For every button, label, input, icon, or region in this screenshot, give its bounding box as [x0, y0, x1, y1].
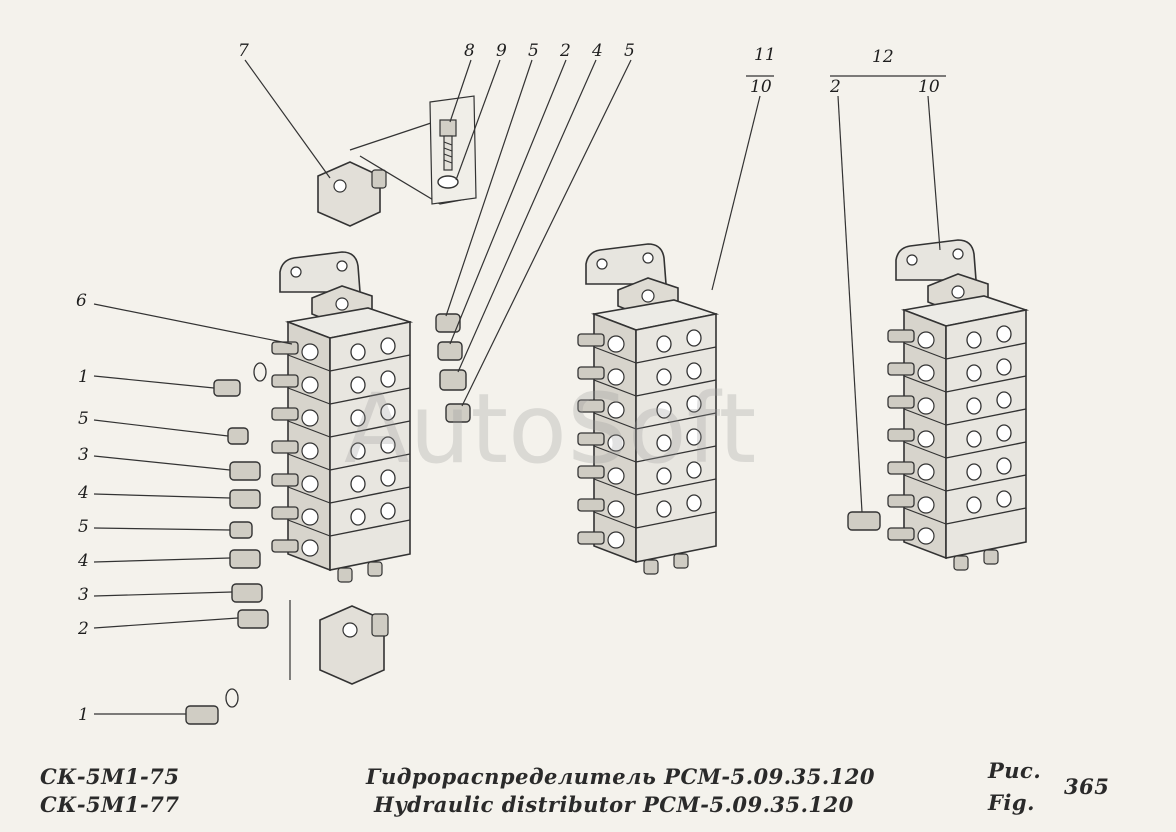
flange-part-bottom	[319, 605, 389, 685]
figure-number: 365	[1064, 774, 1110, 799]
watermark: AutoSoft	[344, 373, 756, 485]
callout-7: 7	[238, 41, 249, 61]
callout-9: 9	[496, 41, 507, 61]
bolt-and-washer	[429, 95, 477, 205]
loose-fittings-middle	[435, 313, 471, 423]
callout-8: 8	[464, 41, 475, 61]
callout-2-left: 2	[77, 619, 89, 639]
model-code-2: СК-5М1-77	[40, 792, 180, 817]
callout-5-top-a: 5	[528, 41, 539, 61]
o-rings	[225, 362, 267, 708]
leader-lines	[93, 59, 946, 715]
callout-10-right: 10	[918, 77, 940, 97]
callout-5-top-b: 5	[624, 41, 635, 61]
callout-5-left-b: 5	[78, 517, 89, 537]
title-english: Hydraulic distributor РСМ-5.09.35.120	[374, 792, 854, 817]
callout-2-top: 2	[559, 41, 571, 61]
callout-4-left-b: 4	[77, 551, 89, 571]
title-russian: Гидрораспределитель РСМ-5.09.35.120	[366, 764, 875, 789]
callout-6: 6	[76, 291, 87, 311]
callout-5-left-a: 5	[78, 409, 89, 429]
callout-4-left-a: 4	[77, 483, 89, 503]
callout-12: 12	[872, 47, 894, 67]
valve-assembly-right	[887, 239, 1027, 571]
callout-3-a: 3	[78, 445, 89, 465]
fitting-right	[847, 511, 881, 531]
callout-1-b: 1	[78, 705, 89, 725]
callout-11: 11	[754, 45, 776, 65]
callout-2-right: 2	[829, 77, 841, 97]
figure-label-en: Fig.	[988, 790, 1035, 815]
callout-3-b: 3	[78, 585, 89, 605]
model-code-1: СК-5М1-75	[40, 764, 180, 789]
figure-label-ru: Рис.	[988, 758, 1042, 783]
callout-4-top: 4	[591, 41, 603, 61]
callout-1-a: 1	[78, 367, 89, 387]
loose-fittings-left	[185, 379, 269, 725]
callout-10-middle: 10	[750, 77, 772, 97]
